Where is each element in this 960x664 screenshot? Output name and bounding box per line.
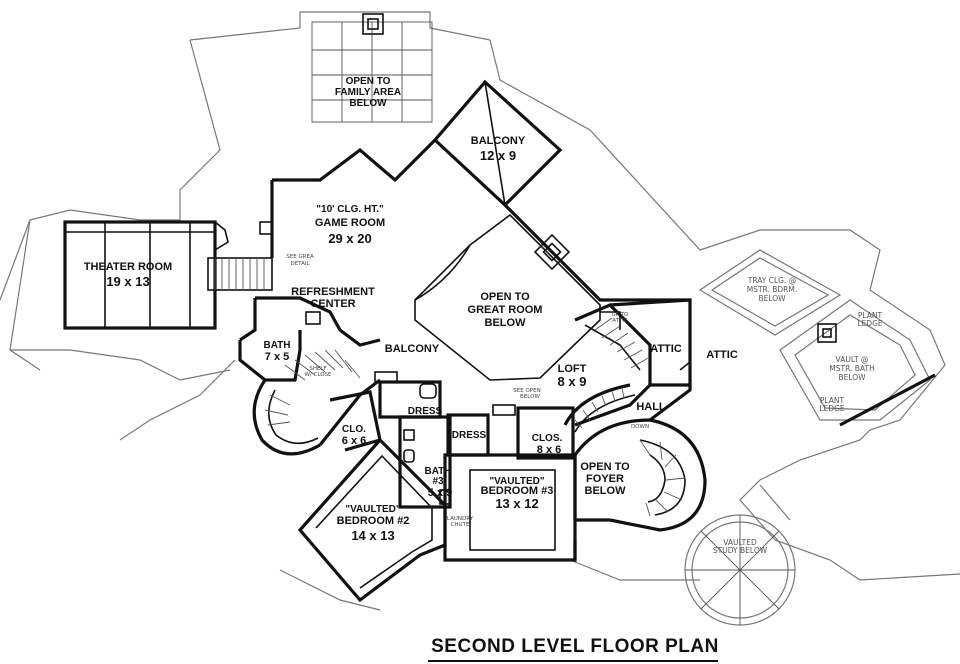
svg-text:BATH: BATH [424,466,451,477]
svg-text:LEDGE: LEDGE [819,404,845,413]
main-walls [207,79,707,603]
svg-text:BELOW: BELOW [585,485,627,497]
tiny-annotation-marks: SEE GREA DETAIL SHELF W/ CLOSE SEE OPEN … [286,254,649,528]
room-open-foyer: OPEN TO FOYER BELOW [580,461,630,497]
svg-text:CLO.: CLO. [342,424,366,435]
room-bedroom-3: "VAULTED" BEDROOM #3 13 x 12 [481,476,554,511]
svg-text:12 x 9: 12 x 9 [480,148,516,163]
note-vaulted-study: VAULTED STUDY BELOW [713,538,768,555]
note-plant-ledge-2: PLANT LEDGE [819,396,845,413]
svg-text:DRESS: DRESS [452,430,487,441]
svg-text:GAME ROOM: GAME ROOM [315,217,385,229]
svg-text:FOYER: FOYER [586,473,624,485]
svg-text:BELOW: BELOW [838,373,866,382]
room-attic-1: ATTIC [650,343,682,355]
svg-text:HALL: HALL [636,401,666,413]
svg-text:BELOW: BELOW [485,317,527,329]
svg-text:CHUTE: CHUTE [451,522,470,528]
room-balcony-top: BALCONY 12 x 9 [471,135,526,163]
note-vault-master-bath: VAULT @ MSTR. BATH BELOW [829,355,874,382]
master-suite-roof-outline [684,249,936,626]
svg-text:CENTER: CENTER [310,298,355,310]
svg-text:BELOW: BELOW [349,98,387,109]
svg-text:LEDGE: LEDGE [857,319,883,328]
svg-text:THEATER ROOM: THEATER ROOM [84,261,172,273]
svg-text:"10' CLG. HT.": "10' CLG. HT." [316,204,384,215]
room-closet-left: CLO. 6 x 6 [342,424,366,447]
svg-text:BELOW: BELOW [758,294,786,303]
svg-text:LAUNDRY: LAUNDRY [447,516,474,522]
svg-text:MSTR. BATH: MSTR. BATH [829,364,874,373]
svg-text:GREAT ROOM: GREAT ROOM [468,304,543,316]
svg-text:5 x 9: 5 x 9 [428,487,452,499]
svg-text:MSTR. BDRM.: MSTR. BDRM. [747,285,798,294]
room-balcony-mid: BALCONY [385,343,440,355]
svg-text:VAULT @: VAULT @ [836,355,869,364]
svg-text:DOWN: DOWN [631,424,649,430]
room-game-room: "10' CLG. HT." GAME ROOM 29 x 20 [315,204,385,246]
svg-text:CLOS.: CLOS. [532,433,563,444]
note-tray-ceiling: TRAY CLG. @ MSTR. BDRM. BELOW [747,276,798,303]
room-dress-1: DRESS [408,406,443,417]
plan-title: SECOND LEVEL FLOOR PLAN [431,636,719,657]
room-refreshment-center: REFRESHMENT CENTER [291,286,375,310]
room-closet-mid: CLOS. 8 x 6 [532,433,563,456]
svg-text:13 x 12: 13 x 12 [495,496,538,511]
svg-text:STUDY BELOW: STUDY BELOW [713,546,768,555]
svg-text:BEDROOM #3: BEDROOM #3 [481,485,554,497]
svg-text:19 x 13: 19 x 13 [106,274,149,289]
svg-text:SHELF: SHELF [309,366,326,372]
svg-text:BATH: BATH [263,340,290,351]
svg-text:FAMILY AREA: FAMILY AREA [335,87,401,98]
svg-text:ATTIC: ATTIC [706,349,738,361]
svg-text:PLANT: PLANT [858,311,883,320]
svg-text:8 x 6: 8 x 6 [537,444,561,456]
svg-text:SEE GREA: SEE GREA [286,254,314,260]
room-attic-2: ATTIC [706,349,738,361]
svg-text:BALCONY: BALCONY [471,135,526,147]
svg-text:7 x 5: 7 x 5 [265,351,289,363]
svg-text:TRAY CLG. @: TRAY CLG. @ [747,276,797,285]
room-hall: HALL [636,401,666,413]
room-bath-left: BATH 7 x 5 [263,340,290,363]
room-bedroom-2: "VAULTED" BEDROOM #2 14 x 13 [337,504,410,543]
svg-text:#3: #3 [432,476,444,487]
svg-text:VAULTED: VAULTED [723,538,757,547]
svg-text:OPEN TO: OPEN TO [580,461,630,473]
room-theater: THEATER ROOM 19 x 13 [84,261,172,289]
svg-text:UP TO: UP TO [612,312,629,318]
svg-text:"VAULTED": "VAULTED" [489,476,544,487]
svg-text:ATTIC: ATTIC [650,343,682,355]
room-dress-2: DRESS [452,430,487,441]
svg-text:W/ CLOSE: W/ CLOSE [304,372,332,378]
room-loft: LOFT 8 x 9 [558,363,587,389]
svg-text:BEDROOM #2: BEDROOM #2 [337,515,410,527]
svg-text:8 x 9: 8 x 9 [558,374,587,389]
svg-text:BELOW: BELOW [520,394,540,400]
svg-text:ATTIC: ATTIC [612,318,628,324]
svg-text:PLANT: PLANT [820,396,845,405]
svg-text:14 x 13: 14 x 13 [351,528,394,543]
svg-text:"VAULTED": "VAULTED" [345,504,400,515]
room-open-family-area: OPEN TO FAMILY AREA BELOW [335,76,401,109]
svg-text:SEE OPEN: SEE OPEN [513,388,540,394]
roof-outline-lines [0,11,960,611]
svg-text:DRESS: DRESS [408,406,443,417]
title-underline [428,660,718,662]
svg-text:DETAIL: DETAIL [290,261,310,267]
svg-text:6 x 6: 6 x 6 [342,435,366,447]
room-open-great-room: OPEN TO GREAT ROOM BELOW [468,291,543,329]
svg-text:OPEN TO: OPEN TO [480,291,530,303]
room-bath-3: BATH #3 5 x 9 [424,466,452,499]
svg-text:LOFT: LOFT [558,363,587,375]
svg-text:29 x 20: 29 x 20 [328,231,371,246]
svg-text:OPEN TO: OPEN TO [346,76,391,87]
svg-text:REFRESHMENT: REFRESHMENT [291,286,375,298]
svg-text:BALCONY: BALCONY [385,343,440,355]
theater-room-walls [63,220,229,330]
note-plant-ledge-1: PLANT LEDGE [857,311,883,328]
